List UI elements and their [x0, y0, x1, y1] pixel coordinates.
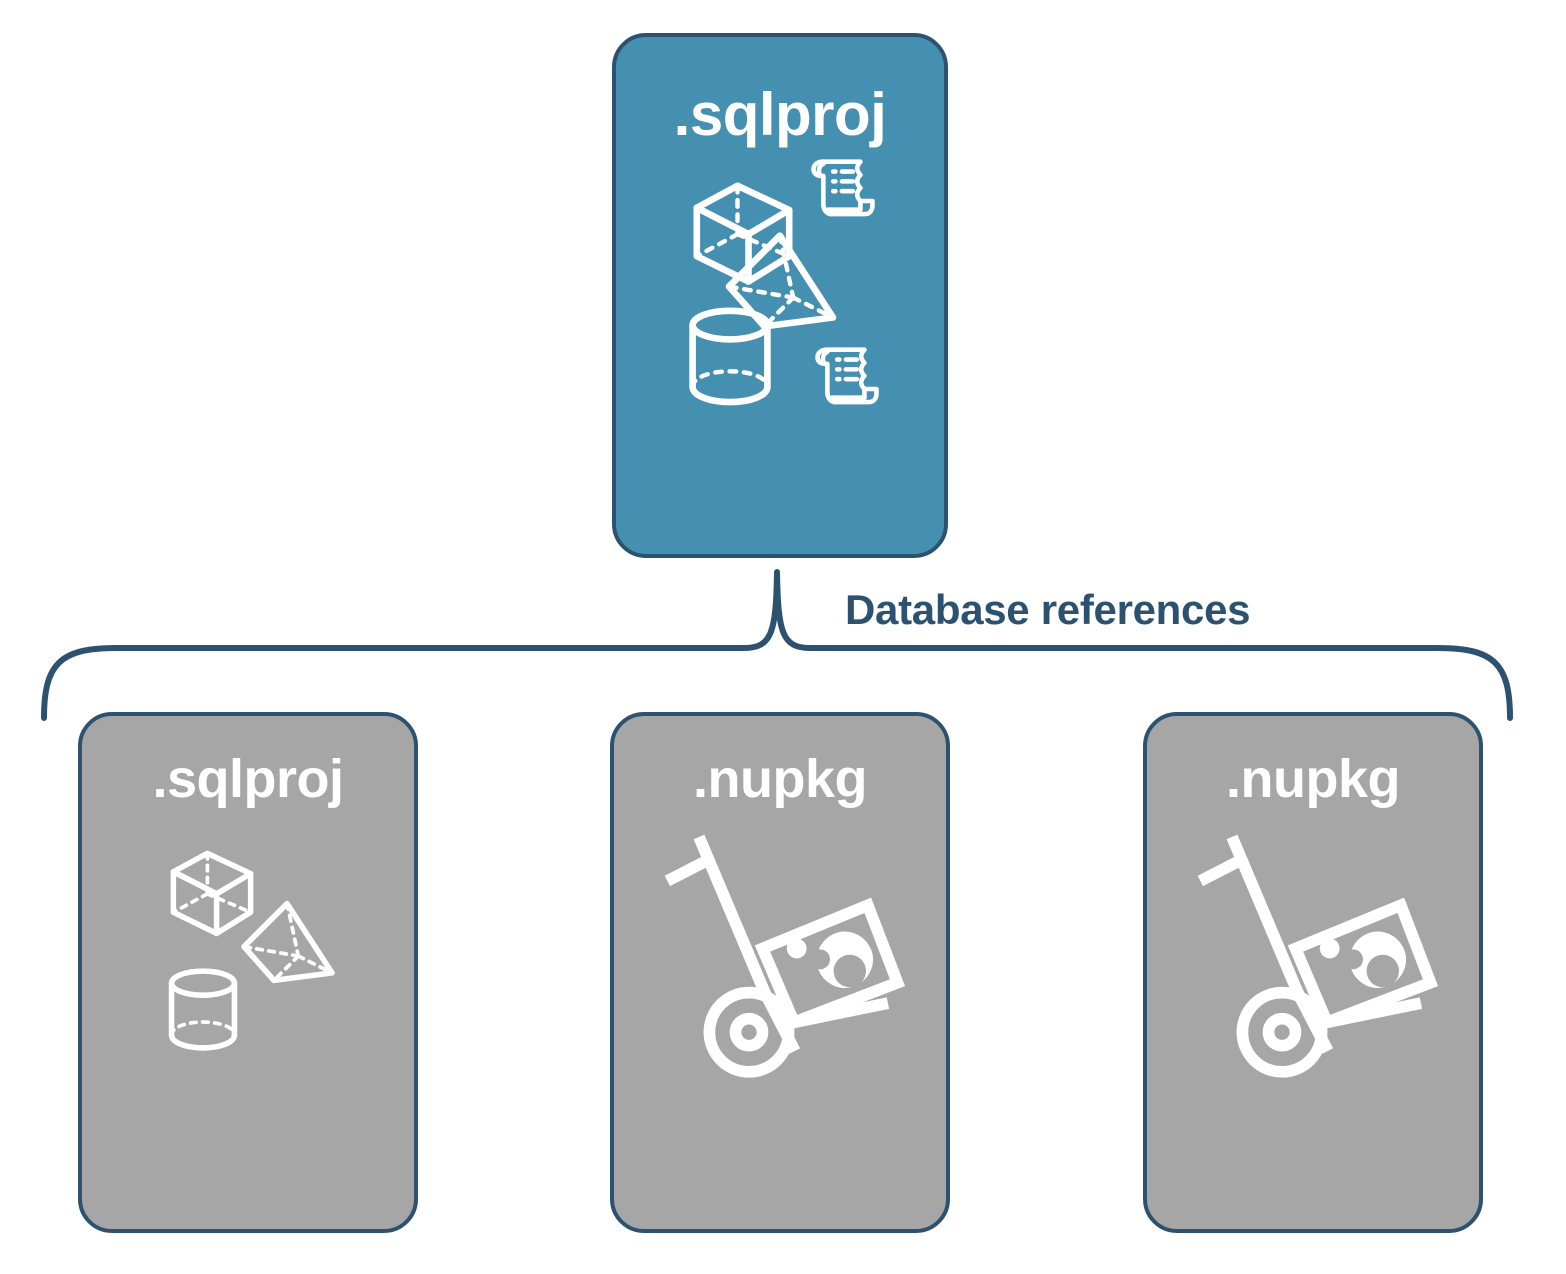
pyramid-icon [241, 900, 335, 984]
script-scroll-icon [815, 347, 879, 405]
node-reference-nupkg-1[interactable]: .nupkg [610, 712, 950, 1233]
node-reference-icon-area [614, 806, 946, 1229]
node-reference-title: .sqlproj [152, 749, 344, 809]
node-reference-sqlproj[interactable]: .sqlproj [78, 712, 418, 1233]
cube-icon [693, 182, 793, 285]
nuget-package-dolly-icon [664, 834, 906, 1078]
node-root-icon-area [616, 145, 944, 554]
connector-label-database-references: Database references [845, 586, 1251, 633]
nuget-package-dolly-icon [1197, 834, 1439, 1078]
node-reference-nupkg-2[interactable]: .nupkg [1143, 712, 1483, 1233]
node-reference-icon-area [1147, 806, 1479, 1229]
script-scroll-icon [811, 159, 875, 217]
node-root-title: .sqlproj [673, 81, 887, 148]
cylinder-icon [689, 307, 771, 406]
cylinder-icon [168, 968, 238, 1051]
node-root-sqlproj[interactable]: .sqlproj [612, 33, 948, 558]
node-reference-icon-area [82, 806, 414, 1229]
node-reference-title: .nupkg [693, 749, 867, 809]
node-reference-title: .nupkg [1226, 749, 1400, 809]
cube-icon [170, 850, 254, 937]
